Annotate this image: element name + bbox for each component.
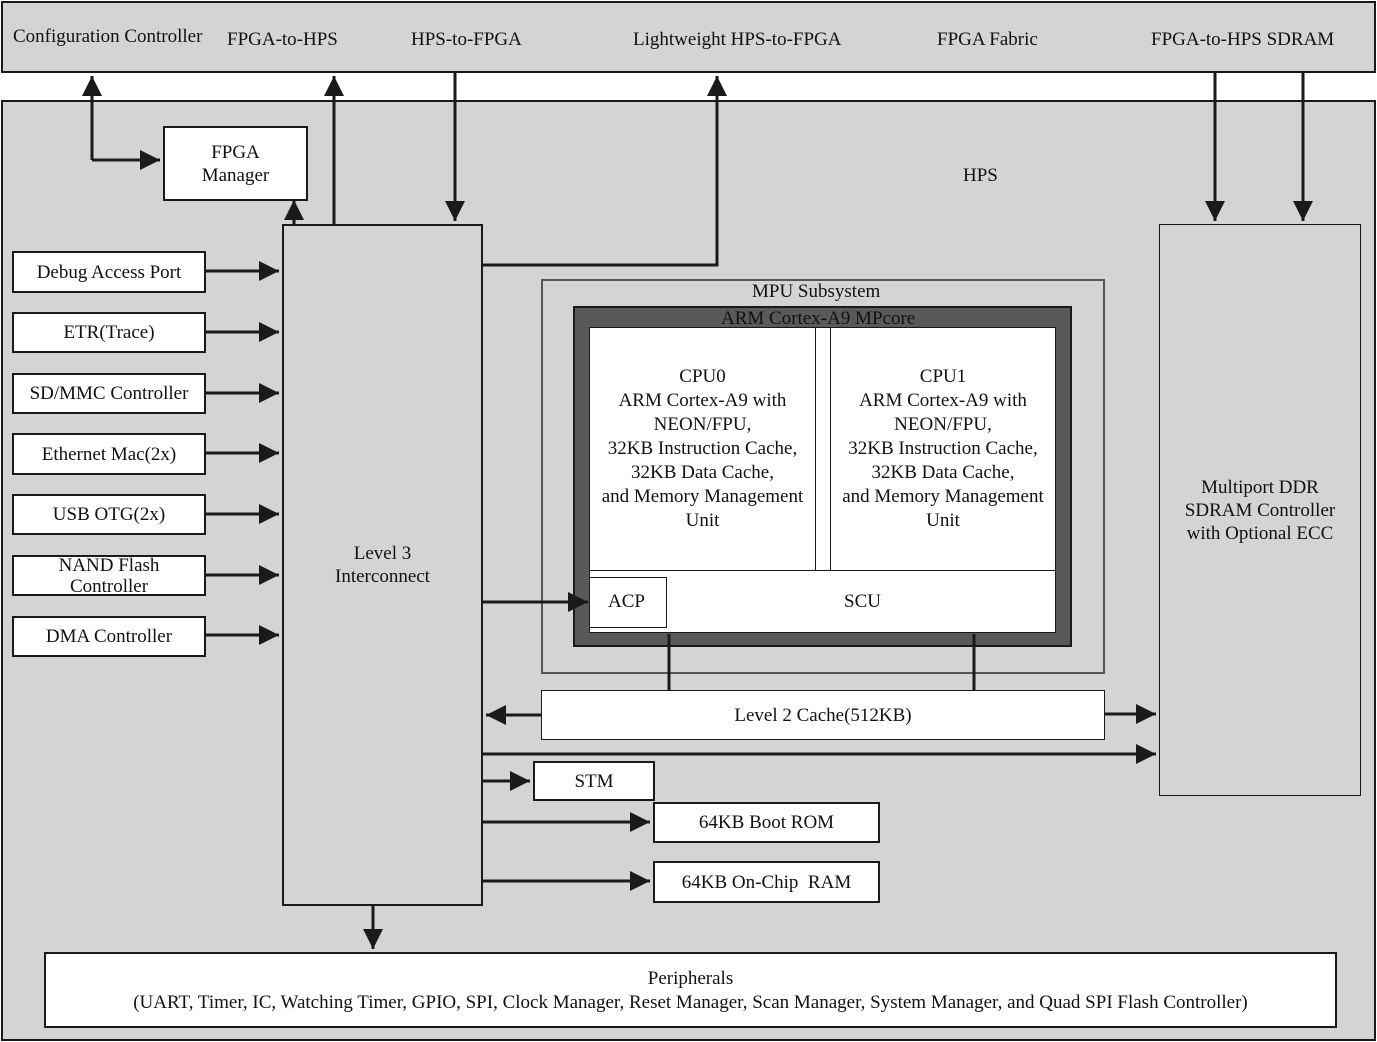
level2-cache-box: Level 2 Cache(512KB): [541, 690, 1105, 740]
mpu-subsystem-label: MPU Subsystem: [752, 281, 881, 302]
dma-controller-box: DMA Controller: [12, 616, 206, 657]
fpga-manager-box: FPGA Manager: [163, 126, 308, 201]
sdram-controller-box: Multiport DDR SDRAM Controller with Opti…: [1159, 224, 1361, 796]
peripherals-box: Peripherals (UART, Timer, IC, Watching T…: [44, 952, 1337, 1028]
acp-box: ACP: [589, 577, 667, 628]
nand-flash-controller-box: NAND Flash Controller: [12, 555, 206, 597]
fpga-to-hps-label: FPGA-to-HPS: [227, 29, 338, 50]
lightweight-hps-to-fpga-label: Lightweight HPS-to-FPGA: [633, 29, 842, 50]
configuration-controller-label: Configuration Controller: [13, 26, 203, 47]
cpu1-box: CPU1 ARM Cortex-A9 with NEON/FPU, 32KB I…: [830, 327, 1056, 571]
sd-mmc-controller-box: SD/MMC Controller: [12, 373, 206, 414]
etr-trace-box: ETR(Trace): [12, 312, 206, 353]
cpu0-box: CPU0 ARM Cortex-A9 with NEON/FPU, 32KB I…: [589, 327, 816, 571]
boot-rom-box: 64KB Boot ROM: [653, 802, 880, 843]
level3-interconnect-box: Level 3 Interconnect: [282, 224, 483, 906]
hps-to-fpga-label: HPS-to-FPGA: [411, 29, 522, 50]
peripherals-title: Peripherals: [647, 967, 734, 989]
fpga-fabric-label: FPGA Fabric: [937, 29, 1038, 50]
arm-cortex-a9-mpcore-label: ARM Cortex-A9 MPcore: [721, 308, 916, 329]
ethernet-mac-box: Ethernet Mac(2x): [12, 433, 206, 475]
lightweight-hps-to-fpga-arrow: [483, 76, 727, 267]
hps-label: HPS: [963, 165, 998, 186]
debug-access-port-box: Debug Access Port: [12, 251, 206, 293]
onchip-ram-box: 64KB On-Chip RAM: [653, 861, 880, 903]
usb-otg-box: USB OTG(2x): [12, 494, 206, 535]
fpga-fabric-bar: [1, 1, 1376, 73]
fpga-to-hps-sdram-label: FPGA-to-HPS SDRAM: [1151, 29, 1335, 50]
peripherals-list: (UART, Timer, IC, Watching Timer, GPIO, …: [133, 991, 1248, 1013]
stm-box: STM: [533, 761, 655, 801]
